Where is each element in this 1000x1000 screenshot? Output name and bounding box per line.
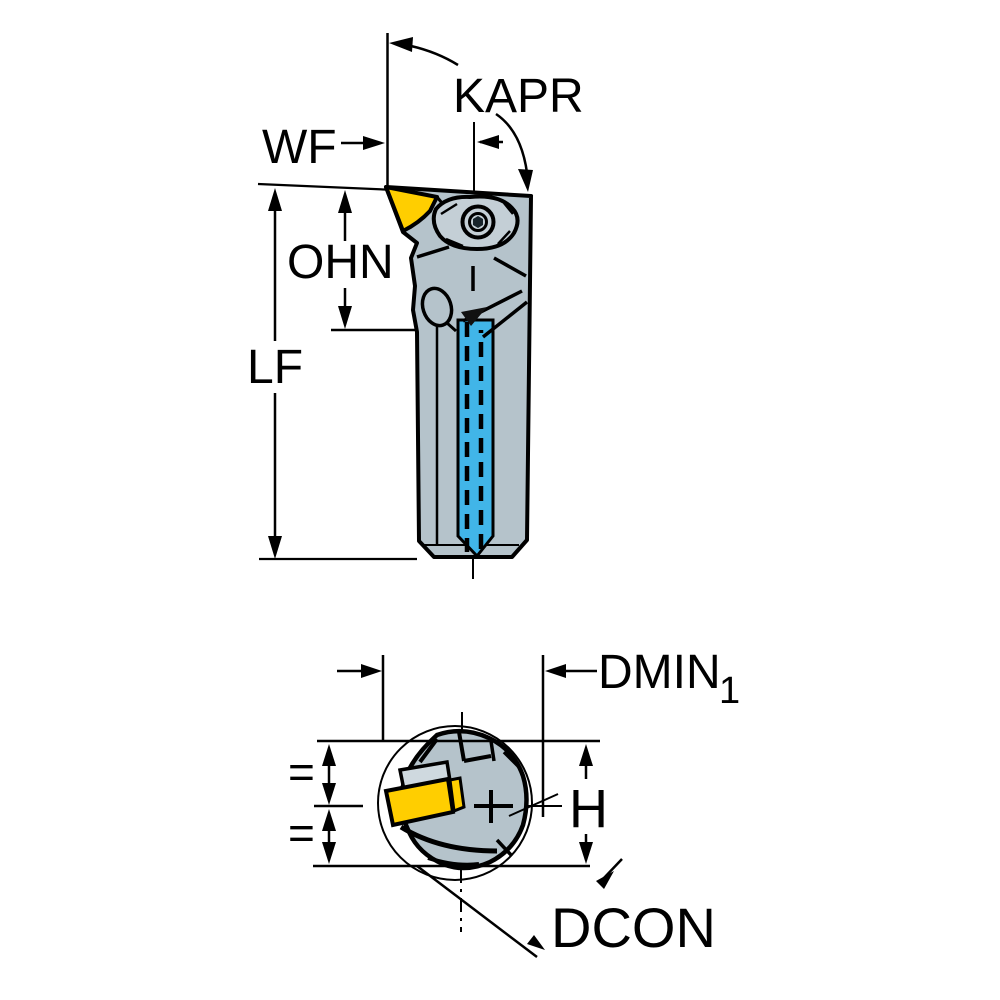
insert-side bbox=[384, 185, 439, 233]
dmin1-arrowhead-right bbox=[361, 664, 382, 678]
kapr-label: KAPR bbox=[453, 70, 584, 123]
equals-upper-label: = bbox=[288, 746, 315, 798]
side-view: KAPR WF OHN LF bbox=[247, 33, 584, 579]
dcon-circle bbox=[377, 725, 533, 881]
clamp-screw-inner bbox=[468, 212, 488, 232]
ohn-arrowhead-up bbox=[338, 190, 352, 213]
dcon-arrowhead-upper bbox=[596, 871, 614, 889]
h-dimension: H bbox=[569, 744, 608, 864]
kapr-arc-arrowhead-left bbox=[389, 37, 413, 52]
center-height-dimension: = = bbox=[288, 744, 336, 864]
coolant-channel bbox=[456, 318, 495, 559]
dmin1-subscript: 1 bbox=[719, 670, 740, 712]
ohn-arrowhead-down bbox=[338, 306, 352, 329]
wf-dimension: WF bbox=[262, 121, 385, 174]
end-body-facet-lines bbox=[399, 731, 522, 867]
clamp-facet-lines bbox=[440, 202, 514, 248]
coolant-outlet-shadow bbox=[461, 307, 487, 326]
ohn-label: OHN bbox=[287, 236, 394, 289]
clamp-screw-outer bbox=[460, 204, 496, 240]
lf-label: LF bbox=[247, 341, 303, 394]
end-view: DMIN 1 = = H bbox=[288, 646, 740, 959]
lf-dimension: LF bbox=[247, 188, 303, 559]
screw-hex-socket bbox=[473, 216, 483, 228]
dmin1-dimension: DMIN 1 bbox=[337, 646, 740, 817]
wf-label: WF bbox=[262, 121, 337, 174]
dcon-label: DCON bbox=[551, 896, 716, 959]
equals-lower-label: = bbox=[288, 807, 315, 859]
coolant-centerline-dashes bbox=[464, 322, 484, 556]
kapr-arc-arrowhead-down bbox=[518, 169, 533, 192]
dcon-arrowhead-lower bbox=[527, 935, 545, 950]
kapr-dimension: KAPR bbox=[389, 37, 584, 192]
kapr-small-arrowhead bbox=[477, 135, 499, 149]
dcon-dimension: DCON bbox=[416, 793, 716, 959]
lf-arrowhead-up bbox=[268, 188, 282, 211]
dmin1-label: DMIN bbox=[598, 646, 721, 699]
dmin1-arrowhead-left bbox=[545, 664, 566, 678]
wf-arrowhead bbox=[363, 136, 385, 150]
h-label: H bbox=[569, 779, 608, 839]
lf-arrowhead-down bbox=[268, 536, 282, 559]
head-facet-lines bbox=[416, 245, 529, 339]
insert-end-edge bbox=[448, 776, 466, 814]
h-arrowhead-up bbox=[579, 744, 593, 766]
h-arrowhead-down bbox=[579, 842, 593, 864]
ohn-dimension: OHN bbox=[287, 190, 418, 332]
